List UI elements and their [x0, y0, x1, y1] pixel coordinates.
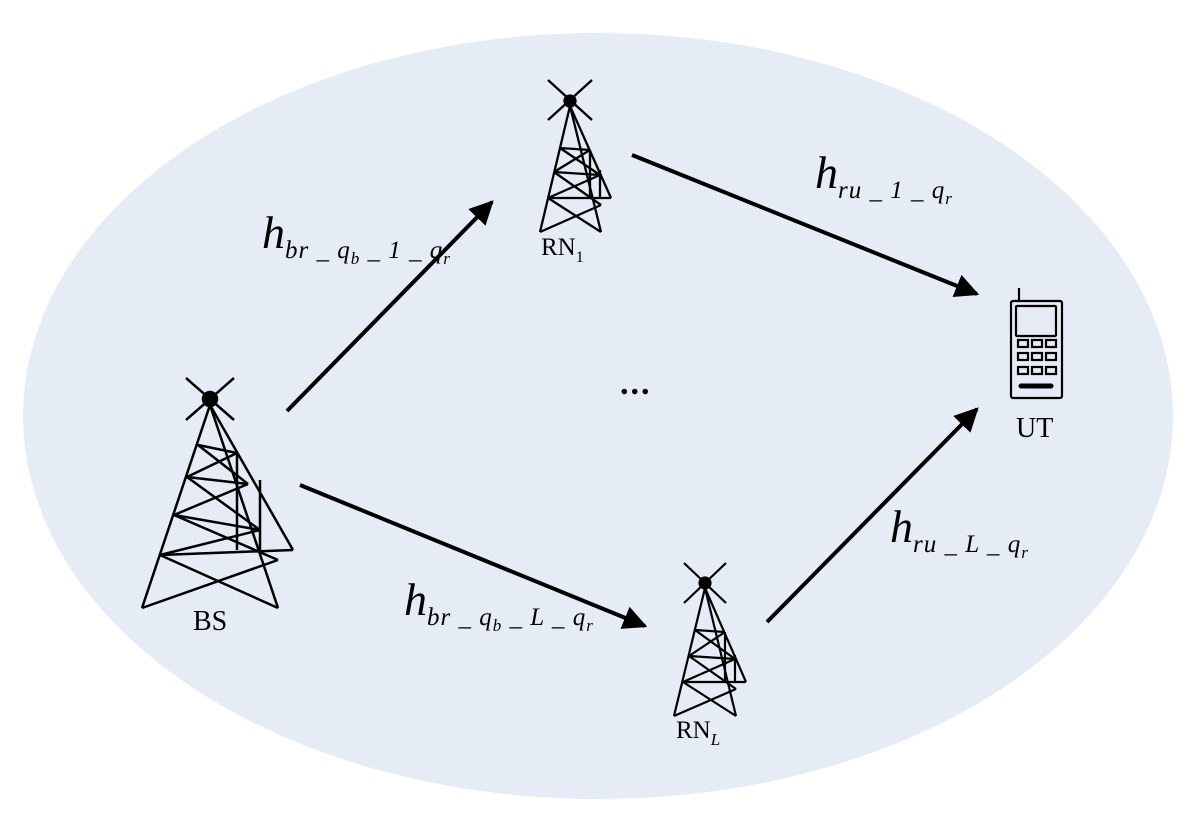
rnl-tower-icon	[672, 562, 748, 718]
rn1-label: RN1	[541, 234, 584, 266]
channel-label-br-1: hbr _ qb _ 1 _ qr	[262, 207, 451, 268]
ellipsis: ...	[620, 365, 652, 402]
rnl-label: RNL	[676, 717, 721, 749]
coverage-area	[23, 33, 1173, 799]
rn1-tower-icon	[538, 79, 613, 234]
ut-phone-icon	[1009, 288, 1064, 400]
arrow-bs-to-rnl	[299, 483, 648, 629]
bs-label: BS	[193, 606, 228, 637]
arrow-rn1-to-ut	[631, 153, 980, 298]
bs-tower-icon	[140, 377, 295, 610]
arrow-rnl-to-ut	[765, 407, 979, 624]
channel-label-br-L: hbr _ qb _ L _ qr	[404, 574, 594, 635]
channel-label-ru-L: hru _ L _ qr	[890, 501, 1029, 562]
ut-label: UT	[1016, 413, 1054, 444]
channel-label-ru-1: hru _ 1 _ qr	[815, 147, 953, 208]
arrow-bs-to-rn1	[285, 200, 494, 413]
